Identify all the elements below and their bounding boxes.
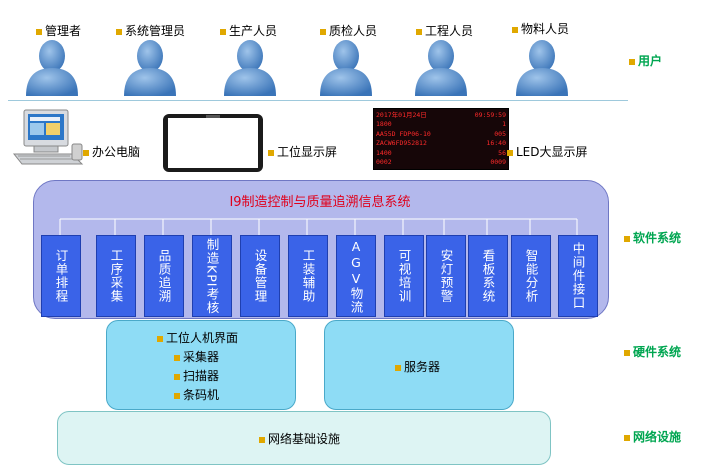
module-intelligent-analysis: 智能分析 <box>511 235 551 317</box>
role-label: 质检人员 <box>329 24 378 38</box>
bullet-icon <box>624 349 630 356</box>
role-engineering: 工程人员 <box>413 22 493 96</box>
role-production: 生产人员 <box>220 22 302 96</box>
bullet-icon <box>629 58 635 65</box>
device-led-display: LED大显示屏 <box>507 143 588 160</box>
module-middleware-interface: 中间件接口 <box>558 235 598 317</box>
hardware-item: 工位人机界面 <box>157 329 238 348</box>
bullet-icon <box>624 235 630 242</box>
bullet-icon <box>83 149 89 156</box>
bullet-icon <box>416 28 422 35</box>
role-manager: 管理者 <box>22 22 102 96</box>
office-computer-icon <box>12 109 84 165</box>
module-andon-alert: 安灯预警 <box>426 235 466 317</box>
bullet-icon <box>320 28 326 35</box>
role-material: 物料人员 <box>512 20 592 96</box>
layer-label-software: 软件系统 <box>624 229 681 246</box>
device-office-computer: 办公电脑 <box>83 143 140 160</box>
bullet-icon <box>624 434 630 441</box>
network-infrastructure: 网络基础设施 <box>259 430 340 449</box>
hardware-item: 采集器 <box>157 348 238 367</box>
user-icon <box>516 40 568 96</box>
module-tooling-assist: 工装辅助 <box>288 235 328 317</box>
network-box <box>57 411 551 465</box>
role-label: 物料人员 <box>521 22 570 36</box>
bullet-icon <box>507 149 513 156</box>
module-process-collection: 工序采集 <box>96 235 136 317</box>
bullet-icon <box>174 392 180 399</box>
bullet-icon <box>157 335 163 342</box>
role-label: 生产人员 <box>229 24 278 38</box>
role-sysadmin: 系统管理员 <box>116 22 212 96</box>
hardware-server: 服务器 <box>395 358 440 377</box>
station-display-icon <box>163 114 263 172</box>
user-icon <box>224 40 276 96</box>
module-order-scheduling: 订单排程 <box>41 235 81 317</box>
user-icon <box>415 40 467 96</box>
role-label: 管理者 <box>45 24 82 38</box>
bullet-icon <box>512 26 518 33</box>
role-label: 系统管理员 <box>125 24 186 38</box>
role-quality: 质检人员 <box>318 22 398 96</box>
bullet-icon <box>259 436 265 443</box>
module-visual-training: 可视培训 <box>384 235 424 317</box>
bullet-icon <box>174 354 180 361</box>
software-system-title: I9制造控制与质量追溯信息系统 <box>229 195 411 210</box>
role-label: 工程人员 <box>425 24 474 38</box>
hardware-left-box <box>106 320 296 410</box>
bullet-icon <box>36 28 42 35</box>
user-icon <box>320 40 372 96</box>
bullet-icon <box>395 364 401 371</box>
hardware-left-list: 工位人机界面 采集器 扫描器 条码机 <box>157 329 238 405</box>
module-kpi-assessment: 制造KPI考核 <box>192 235 232 317</box>
hardware-item: 条码机 <box>157 386 238 405</box>
bullet-icon <box>220 28 226 35</box>
hardware-item: 扫描器 <box>157 367 238 386</box>
divider-line <box>8 100 628 101</box>
device-station-display: 工位显示屏 <box>268 143 337 160</box>
user-icon <box>124 40 176 96</box>
module-agv-logistics: AGV物流 <box>336 235 376 317</box>
bullet-icon <box>174 373 180 380</box>
user-icon <box>26 40 78 96</box>
bullet-icon <box>116 28 122 35</box>
layer-label-user: 用户 <box>629 52 662 69</box>
layer-label-network: 网络设施 <box>624 428 681 445</box>
module-quality-trace: 品质追溯 <box>144 235 184 317</box>
module-equipment-management: 设备管理 <box>240 235 280 317</box>
bullet-icon <box>268 149 274 156</box>
module-kanban-system: 看板系统 <box>468 235 508 317</box>
hardware-right-box <box>324 320 514 410</box>
layer-label-hardware: 硬件系统 <box>624 343 681 360</box>
